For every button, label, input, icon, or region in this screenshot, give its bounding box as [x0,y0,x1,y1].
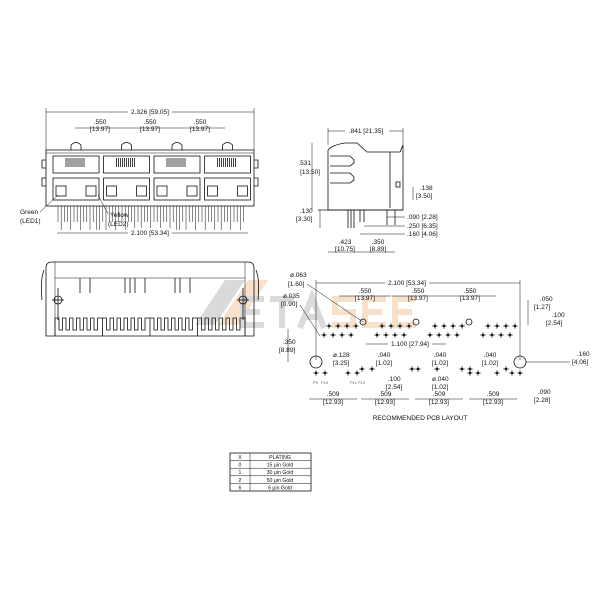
pcb-pitch: .550 [412,288,425,295]
hole-128: ø.128 [333,352,350,359]
table-cell: 2 [239,478,242,484]
led2-color: Yellow [110,212,129,219]
pcb-d509-mm: [12.93] [483,399,503,406]
pcb-pitch-mm: [13.97] [460,295,480,302]
hole-040-mm: [1.02] [432,384,448,391]
pcb-pitch-mm: [13.97] [408,295,428,302]
pcb-d040-3-mm: [1.02] [482,360,498,367]
pcb-d090: .090 [538,389,551,396]
pcb-span: 2.100 [53.34] [388,280,426,287]
hole-063-mm: [1.60] [288,281,304,288]
side-d2: .250 [6.35] [407,223,438,230]
led1-color: Green [20,209,38,216]
pin-label-p11: P11 [350,380,358,385]
hole-128-mm: [3.25] [333,360,349,367]
hole-035-mm: [0.90] [281,301,297,308]
pcb-d160: .160 [577,351,590,358]
rj45-port-upper [204,155,251,174]
table-cell: 15 µin Gold [267,463,294,469]
side-d4-mm: [10.75] [335,246,355,253]
led1-label: (LED1) [20,218,41,225]
front-pitch: .550 [94,119,107,126]
front-pitch-mm: [13.97] [190,126,210,133]
table-cell: 6 [239,485,242,491]
rj45-port-lower [204,177,251,201]
pcb-d509-mm: [12.93] [429,399,449,406]
front-pitch-mm: [13.97] [140,126,160,133]
pcb-d100b-mm: [2.54] [386,384,402,391]
rj45-port-upper [52,155,100,174]
side-pin-len-mm: [3.30] [296,216,312,223]
pcb-pitch: .550 [359,288,372,295]
pcb-d040-3: .040 [484,352,497,359]
table-header-x: X [238,455,242,461]
pcb-d509: .509 [433,391,446,398]
front-overall-width: 2.326 [59.05] [131,109,169,116]
hole-035: ø.035 [283,293,300,300]
pcb-d050: .050 [540,296,553,303]
pcb-d509: .509 [379,391,392,398]
side-depth: .841 [21.35] [349,128,384,135]
pin-label-p9: P9 [313,380,319,385]
front-pitch: .550 [144,119,157,126]
rj45-port-upper [153,155,201,174]
pcb-d509-mm: [12.93] [323,399,343,406]
rj45-port-lower [52,177,100,201]
pcb-d100-mm: [2.54] [546,320,562,327]
pcb-d050-mm: [1.27] [534,304,550,311]
front-pin-span: 2.100 [53.34] [131,230,169,237]
side-d1: .090 [2.28] [407,214,438,221]
rj45-port-lower [153,177,201,201]
hole-063: ø.063 [290,272,307,279]
pin-label-p12: P12 [358,380,366,385]
front-pitch-mm: [13.97] [90,126,110,133]
pcb-d040-2-mm: [1.02] [432,360,448,367]
side-d3: .160 [4.06] [407,231,438,238]
pcb-pitch: .550 [464,288,477,295]
table-cell: 1 [239,470,242,476]
side-d4: .423 [339,239,352,246]
hole-040: ø.040 [432,376,449,383]
pcb-d509: .509 [487,391,500,398]
side-view: .841 [21.35] .531 [13.50] .138 [3.50] .1… [296,125,438,253]
pcb-d350: .350 [283,339,296,346]
plating-table: X PLATING 0 15 µin Gold 1 30 µin Gold 2 … [229,452,312,492]
pcb-pitch-mm: [13.97] [355,295,375,302]
watermark-logo [195,280,416,330]
pcb-d509-mm: [12.93] [375,399,395,406]
front-pitch: .550 [194,119,207,126]
table-cell: 30 µin Gold [267,470,294,476]
side-tab: .138 [420,185,433,192]
pcb-layout: 2.100 [53.34] ø.063 [1.60] ø.035 [0.90] … [279,272,590,422]
pcb-layout-title: RECOMMENDED PCB LAYOUT [373,415,468,422]
front-view: 2.326 [59.05] .550[13.97].550[13.97].550… [20,106,259,237]
table-header-plating: PLATING [269,455,291,461]
pcb-d100b: .100 [388,376,401,383]
pcb-d100: .100 [552,312,565,319]
rj45-port-upper [103,155,150,174]
table-cell: 6 µin Gold [268,485,292,491]
pcb-d350-mm: [8.89] [279,347,295,354]
bottom-view [40,261,260,337]
pcb-d160-mm: [4.06] [572,359,588,366]
side-tab-mm: [3.50] [416,193,432,200]
side-d5: .350 [372,239,385,246]
pcb-d040-2: .040 [434,352,447,359]
led2-label: (LED2) [108,221,129,228]
side-pin-len: .130 [300,208,313,215]
pin-label-p10: P10 [321,380,329,385]
pcb-d1100: 1.100 [27.94] [391,341,429,348]
pcb-d090-mm: [2.28] [534,397,550,404]
table-cell: 50 µin Gold [267,478,294,484]
pcb-d509: .509 [327,391,340,398]
table-cell: 0 [239,463,242,469]
rj45-port-lower [103,177,150,201]
side-d5-mm: [8.89] [370,246,386,253]
pcb-d040-1: .040 [378,352,391,359]
side-height-mm: [13.50] [300,169,320,176]
side-height: .531 [298,160,311,167]
pcb-d040-1-mm: [1.02] [376,360,392,367]
